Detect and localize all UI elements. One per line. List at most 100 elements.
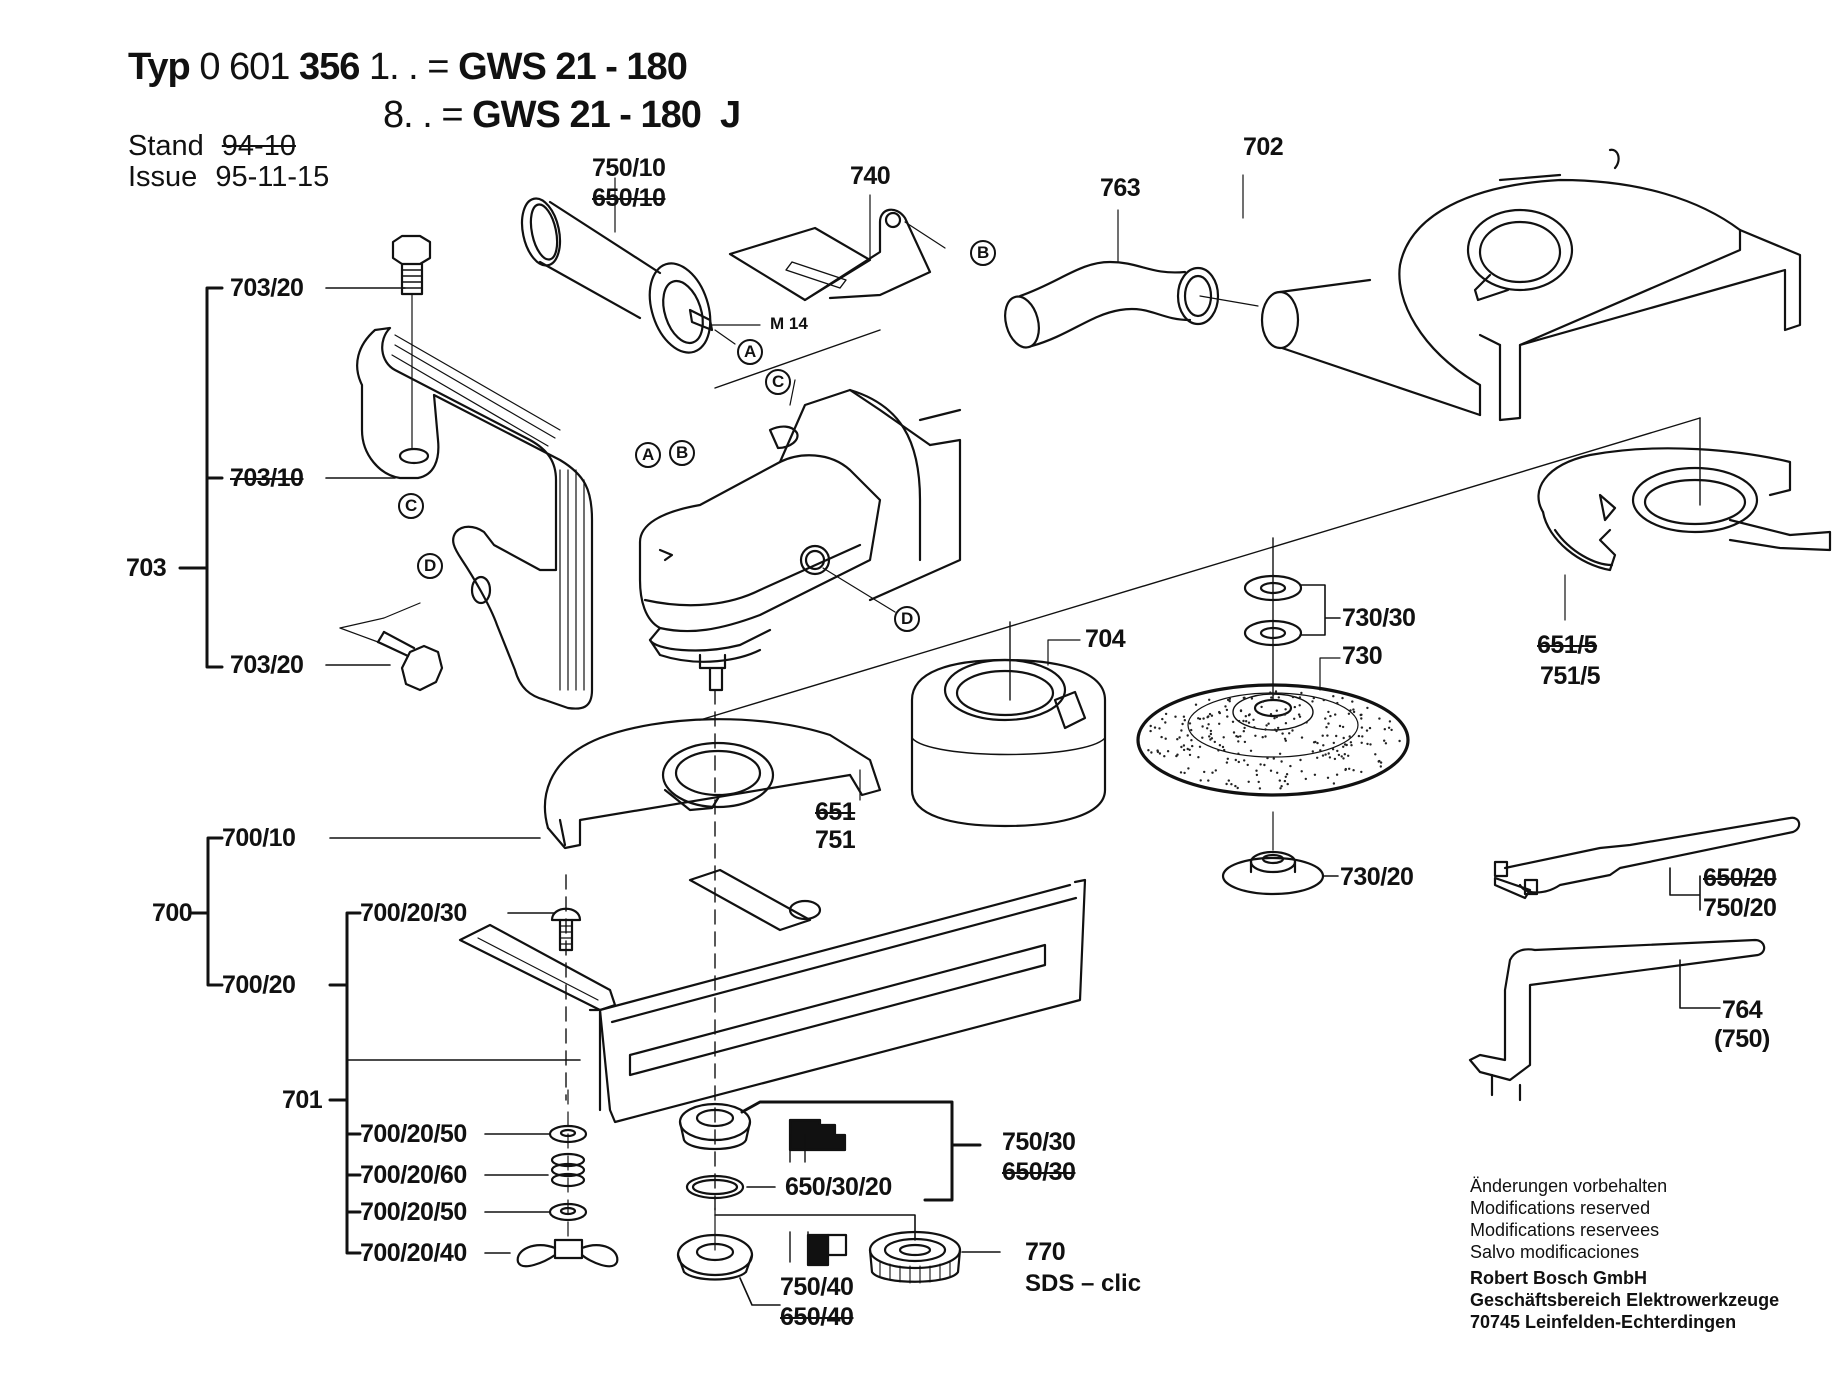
speckle-dot [1175,754,1178,758]
speckle-dot [1334,713,1337,716]
speckle-dot [1237,752,1240,755]
callout-750-paren: (750) [1714,1025,1770,1053]
guard-751 [543,718,882,850]
speckle-dot [1297,713,1301,716]
issue-value: 95-11-15 [215,161,330,193]
speckle-dot [1349,741,1353,744]
stand-value: 94-10 [221,130,296,162]
speckle-dot [1347,712,1351,715]
section-icon-750-40 [789,1231,848,1267]
speckle-dot [1188,748,1191,751]
speckle-dot [1259,763,1262,766]
speckle-dot [1366,742,1369,746]
speckle-dot [1211,771,1214,774]
speckle-dot [1239,735,1242,738]
speckle-dot [1264,728,1267,731]
speckle-dot [1225,708,1229,712]
callout-700-20-60: 700/20/60 [360,1161,467,1189]
speckle-dot [1149,729,1152,733]
speckle-dot [1333,757,1337,761]
speckle-dot [1179,771,1183,774]
footer-line-en: Modifications reserved [1470,1198,1651,1218]
callout-750-20: 750/20 [1703,894,1777,922]
typ-label: Typ [128,46,191,88]
speckle-dot [1272,757,1276,760]
speckle-dot [1242,719,1245,723]
marker-d-bracket: D [424,556,437,575]
speckle-dot [1186,734,1189,737]
washers-730-30 [1243,574,1341,647]
speckle-dot [1183,719,1187,722]
issue-label: Issue [128,161,198,193]
speckle-dot [1368,726,1372,730]
speckle-dot [1190,728,1193,732]
speckle-dot [1338,724,1342,728]
speckle-dot [1190,739,1193,742]
variant2-model: GWS 21 - 180 J [472,94,741,136]
speckle-dot [1181,722,1184,726]
speckle-dot [1286,782,1289,786]
hex-bolt-bottom [339,602,444,692]
speckle-dot [1281,732,1284,735]
speckle-dot [1178,736,1181,739]
speckle-dot [1183,771,1186,775]
callout-700-20: 700/20 [222,971,296,999]
variant1-model: GWS 21 - 180 [458,46,688,88]
speckle-dot [1270,696,1273,699]
speckle-dot [1352,710,1356,714]
speckle-dot [1201,725,1204,728]
speckle-dot [1209,729,1213,733]
speckle-dot [1311,700,1314,703]
speckle-dot [1379,765,1383,768]
speckle-dot [1209,738,1212,741]
speckle-dot [1244,715,1248,718]
callout-650-10: 650/10 [592,184,666,212]
footer-notice: Änderungen vorbehalten Modifications res… [1470,1175,1779,1333]
speckle-dot [1280,785,1283,788]
type-number-part2: 356 [298,46,360,88]
speckle-dot [1284,708,1287,711]
speckle-dot [1257,780,1260,784]
callout-703-20-top: 703/20 [230,274,304,302]
speckle-dot [1218,710,1221,714]
speckle-dot [1180,745,1183,749]
speckle-dot [1163,755,1166,758]
speckle-dot [1166,750,1170,753]
speckle-dot [1180,729,1183,732]
speckle-dot [1314,740,1317,744]
callout-730-30: 730/30 [1342,604,1416,632]
speckle-dot [1300,736,1304,739]
speckle-dot [1198,745,1202,748]
speckle-dot [1299,758,1302,762]
speckle-dot [1332,741,1336,745]
speckle-dot [1325,726,1328,729]
hose-763 [1004,209,1259,349]
section-icon-750-30 [788,1118,847,1163]
speckle-dot [1234,758,1238,762]
ring-650-30-20 [685,1174,776,1200]
speckle-dot [1269,769,1273,772]
callout-651-5: 651/5 [1537,631,1598,659]
leaders-703 [325,287,406,666]
speckle-dot [1225,782,1228,786]
speckle-dot [1247,780,1250,783]
dust-hood-704 [910,639,1107,828]
speckle-dot [1321,734,1324,737]
speckle-dot [1383,739,1386,742]
variant2-code: 8. . = [383,94,464,136]
flange-730-20 [1221,811,1339,896]
callout-750-40: 750/40 [780,1273,854,1301]
speckle-dot [1275,715,1278,719]
speckle-dot [1174,715,1177,718]
speckle-dot [1352,708,1355,711]
speckle-dot [1331,748,1335,751]
speckle-dot [1182,744,1186,747]
speckle-dot [1344,767,1348,771]
speckle-dot [1284,722,1288,725]
callout-650-30: 650/30 [1002,1158,1076,1186]
speckle-dot [1246,763,1249,767]
speckle-dot [1208,712,1212,716]
speckle-dot [1237,719,1241,723]
